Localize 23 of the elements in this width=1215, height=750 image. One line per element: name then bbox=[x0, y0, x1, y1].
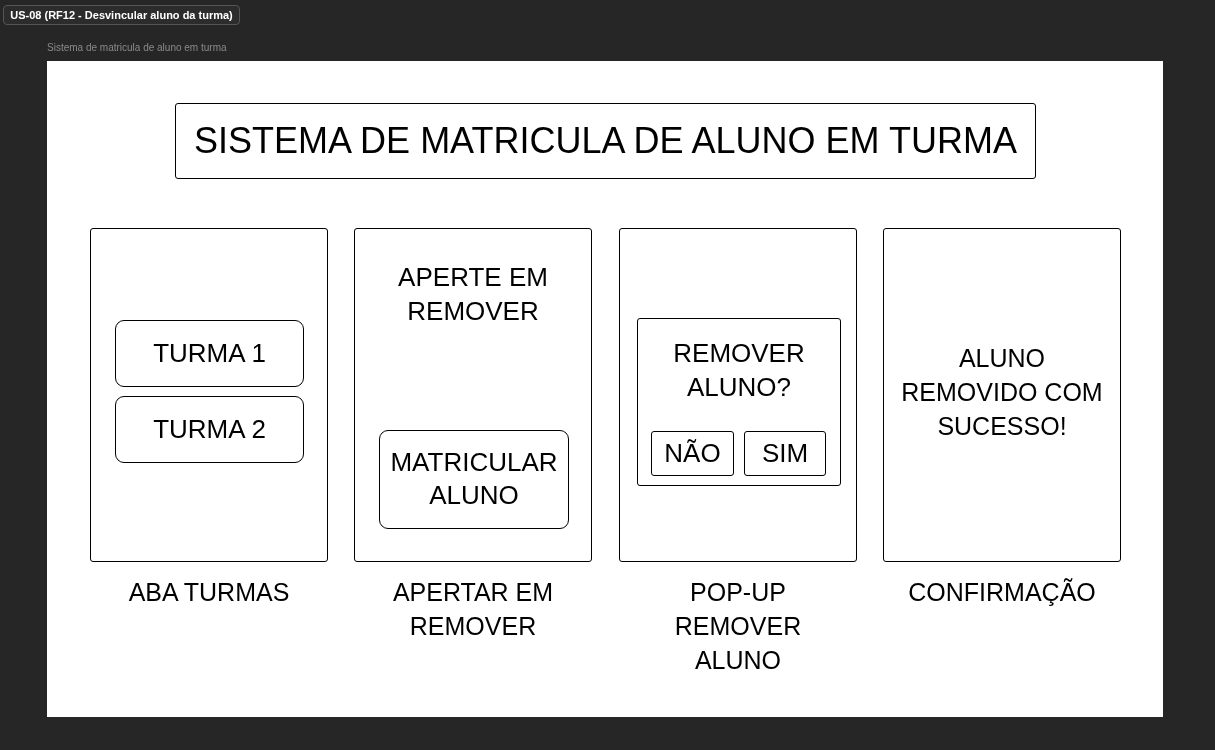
screen-caption: ABA TURMAS bbox=[127, 577, 291, 608]
screen-text: APERTE EM REMOVER bbox=[397, 261, 549, 328]
button-box bbox=[651, 431, 734, 476]
title-box bbox=[175, 103, 1036, 179]
frame-heading: Sistema de matricula de aluno em turma bbox=[47, 41, 228, 54]
screen-caption: APERTAR EM REMOVER bbox=[391, 577, 555, 642]
screen-caption: CONFIRMAÇÃO bbox=[907, 577, 1097, 608]
button-label: TURMA 2 bbox=[152, 412, 267, 446]
title-text: SISTEMA DE MATRICULA DE ALUNO EM TURMA bbox=[193, 118, 1018, 163]
popup-box bbox=[637, 318, 841, 486]
tag-text: US-08 (RF12 - Desvincular aluno da turma) bbox=[9, 8, 234, 22]
button-label: NÃO bbox=[663, 436, 722, 470]
button-box bbox=[115, 396, 304, 463]
button-label: MATRICULAR ALUNO bbox=[389, 445, 559, 513]
screen-caption: POP-UP REMOVER ALUNO bbox=[673, 577, 803, 676]
screen-text: ALUNO REMOVIDO COM SUCESSO! bbox=[900, 343, 1104, 442]
button-box bbox=[744, 431, 826, 476]
button-box bbox=[379, 430, 569, 529]
popup-question: REMOVER ALUNO? bbox=[672, 337, 806, 404]
button-label: SIM bbox=[760, 436, 810, 470]
button-box bbox=[115, 320, 304, 387]
button-label: TURMA 1 bbox=[152, 336, 267, 370]
tag-label bbox=[3, 5, 240, 25]
